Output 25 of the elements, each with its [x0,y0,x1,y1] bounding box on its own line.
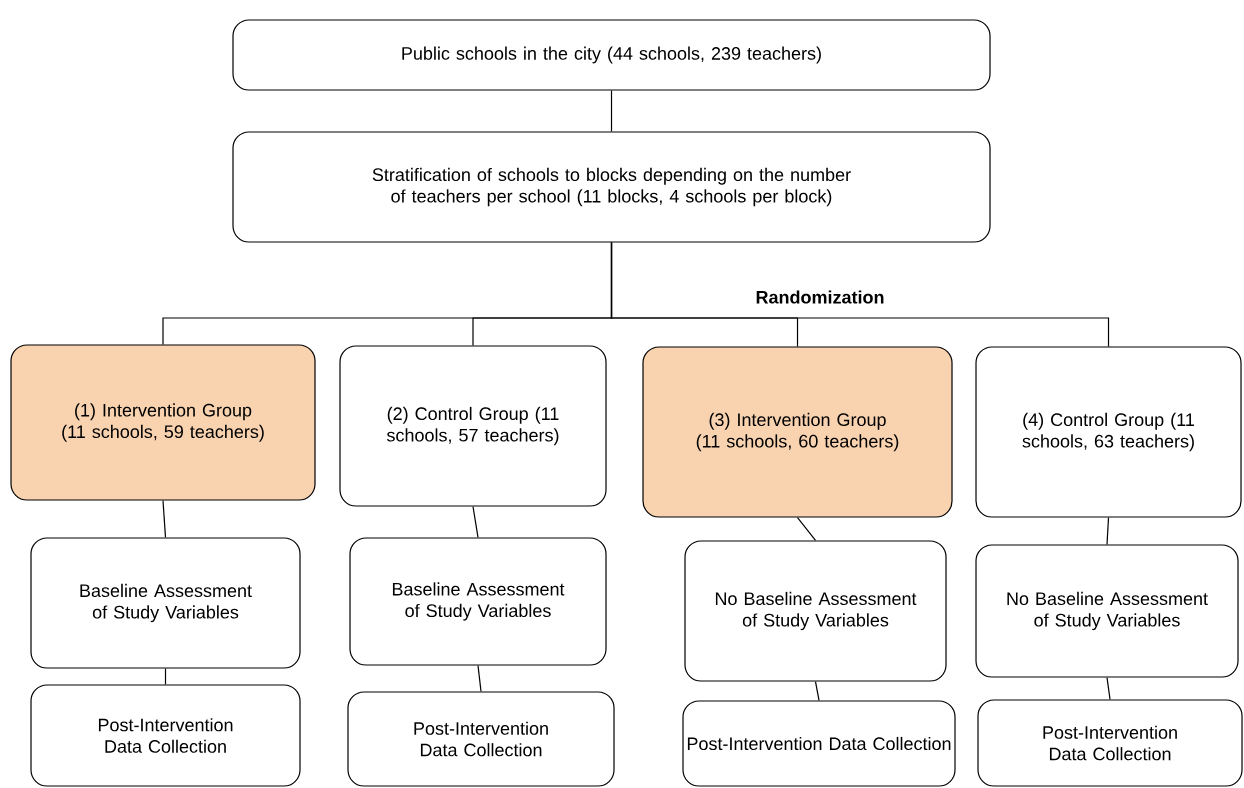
branch-label: Randomization [756,290,884,304]
step-box: No Baseline Assessment of Study Variables [684,540,947,682]
group-box: (1) Intervention Group (11 schools, 59 teachers) [10,344,316,501]
connector [472,506,479,538]
connector [1106,517,1110,545]
group-box: (4) Control Group (11 schools, 63 teachers) [975,346,1242,518]
connector [796,517,817,541]
step-box: Post-Intervention Data Collection [347,691,615,787]
step-box: No Baseline Assessment of Study Variables [975,544,1239,678]
step-box: Post-Intervention Data Collection [30,684,301,787]
connector [162,500,167,538]
process-box: Stratification of schools to blocks depending on the number of teachers per school (11 blocks, 4 schools per block) [232,131,991,243]
connector [164,668,167,685]
step-box: Post-Intervention Data Collection [682,700,956,787]
process-box: Public schools in the city (44 schools, 239 teachers) [232,19,991,91]
connector [610,90,613,132]
connector [814,681,820,701]
connector [610,242,1110,347]
step-box: Baseline Assessment of Study Variables [349,537,607,666]
step-box: Baseline Assessment of Study Variables [30,537,301,669]
connector [1106,677,1111,700]
group-box: (2) Control Group (11 schools, 57 teachers) [339,345,607,507]
group-box: (3) Intervention Group (11 schools, 60 teachers) [642,346,953,518]
connector [477,665,482,692]
step-box: Post-Intervention Data Collection [977,699,1243,787]
